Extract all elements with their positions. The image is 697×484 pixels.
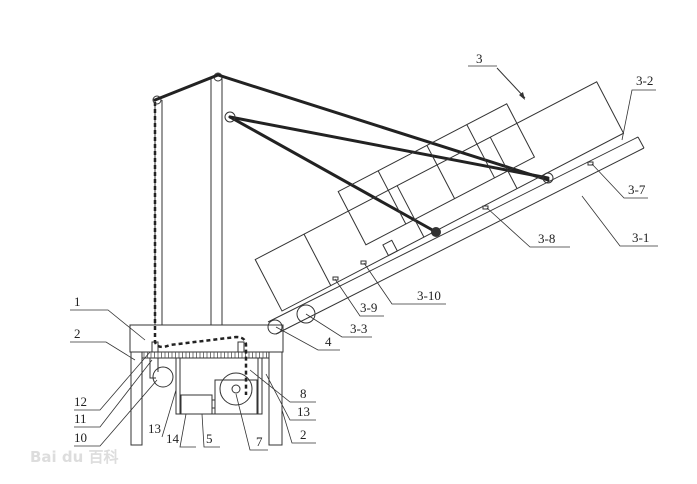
label-3-10: 3-10 — [417, 288, 441, 303]
box-5 — [180, 394, 213, 415]
rack-teeth: (function(){var g=document.currentScript… — [143, 352, 267, 358]
label-5: 5 — [206, 431, 213, 446]
label-7: 7 — [256, 434, 263, 449]
label-3-7: 3-7 — [628, 182, 646, 197]
label-2-right: 2 — [300, 427, 307, 442]
label-3-1: 3-1 — [632, 230, 649, 245]
roller-3-3 — [296, 304, 316, 324]
base-frame: (function(){var g=document.currentScript… — [129, 324, 284, 446]
label-1: 1 — [74, 294, 81, 309]
column — [154, 78, 223, 325]
label-3: 3 — [476, 51, 483, 66]
label-13-right: 13 — [297, 404, 310, 419]
label-10: 10 — [74, 430, 87, 445]
label-3-8: 3-8 — [538, 231, 555, 246]
motor-7 — [219, 372, 253, 406]
inner-box — [175, 357, 263, 415]
label-3-2: 3-2 — [636, 73, 653, 88]
watermark-logo: Bai du 百科 — [30, 448, 119, 466]
leader-lines — [70, 65, 658, 451]
label-3-9: 3-9 — [360, 300, 377, 315]
label-13-left: 13 — [148, 421, 161, 436]
dashed-cable — [153, 102, 248, 395]
panel-assembly — [254, 81, 625, 312]
label-12: 12 — [74, 394, 87, 409]
rail — [267, 136, 645, 335]
roller-4 — [267, 319, 283, 335]
label-4: 4 — [325, 334, 332, 349]
label-11: 11 — [74, 411, 87, 426]
label-2-left: 2 — [74, 326, 81, 341]
label-3-3: 3-3 — [350, 321, 367, 336]
part-10 — [152, 366, 174, 388]
label-8: 8 — [300, 386, 307, 401]
label-14: 14 — [166, 431, 180, 446]
cables — [152, 72, 554, 237]
